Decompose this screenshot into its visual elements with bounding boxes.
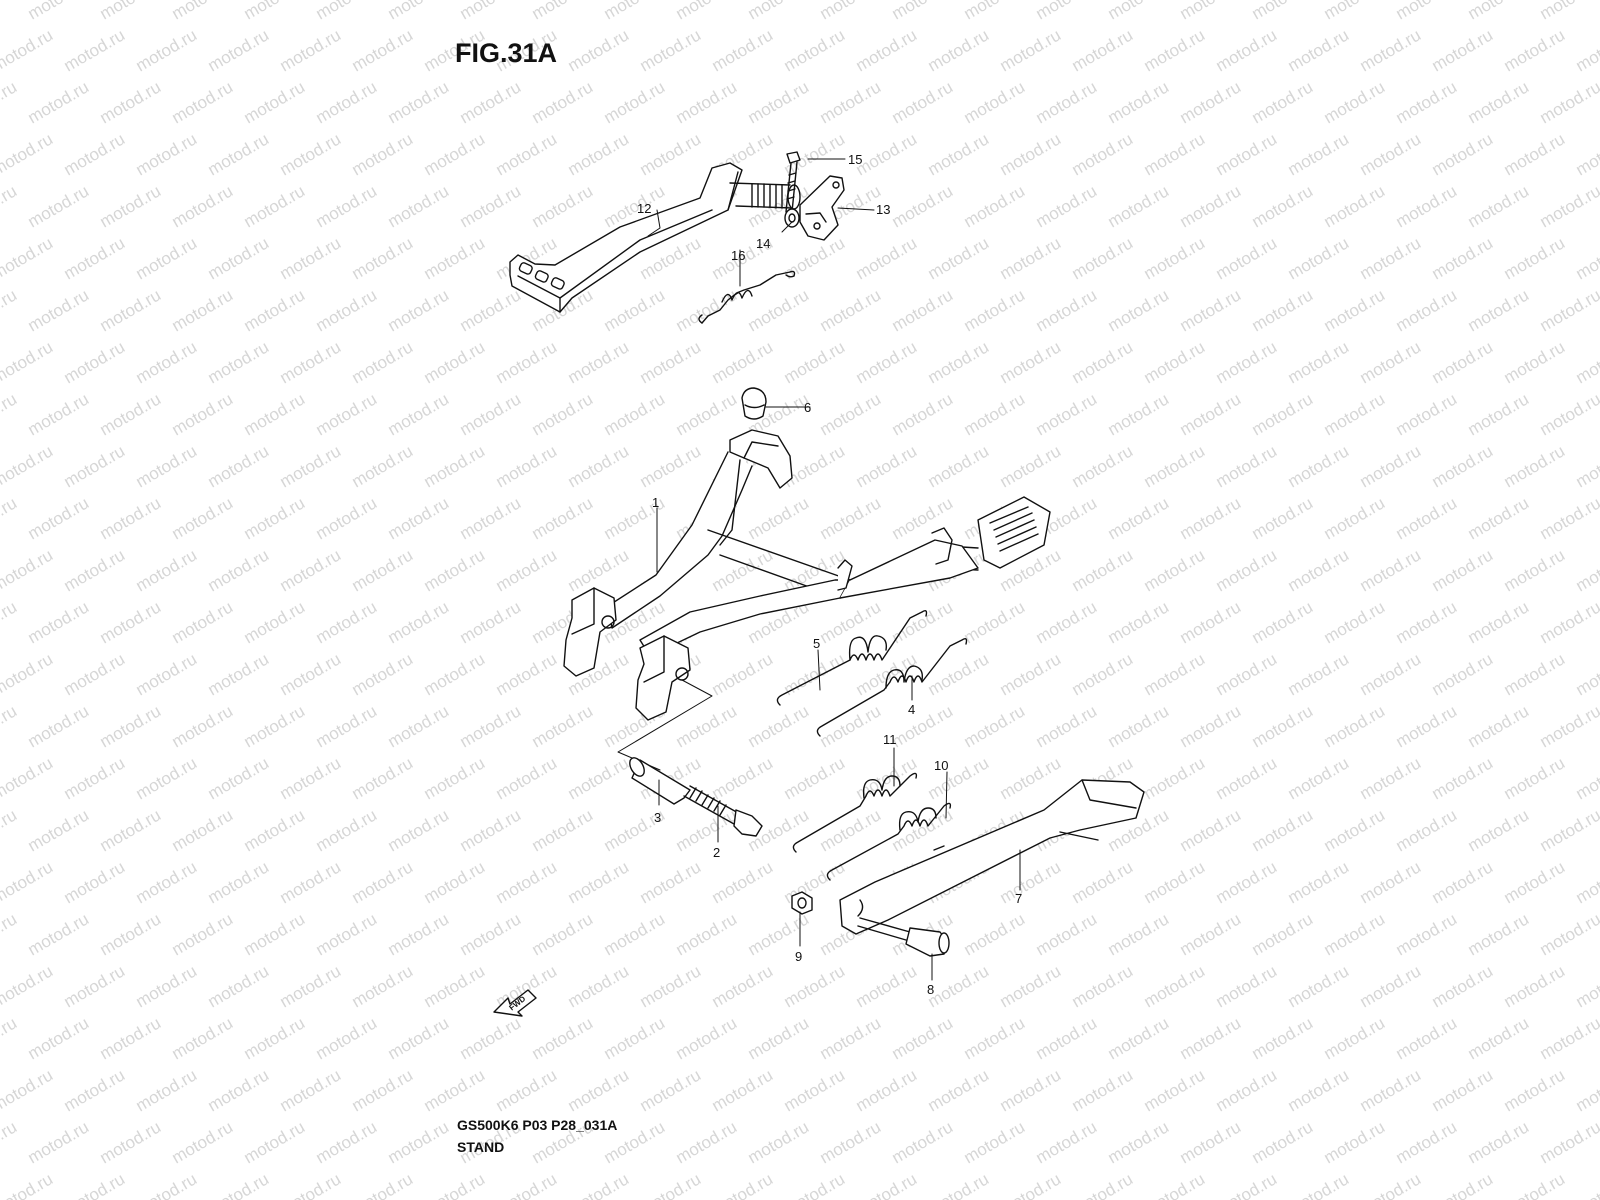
callout-8: 8 (927, 982, 934, 997)
callout-5: 5 (813, 636, 820, 651)
side-stand-spring-inner-drawing (792, 772, 918, 853)
brake-lever-drawing (799, 175, 845, 241)
callout-numbers: 15 13 14 12 16 6 1 5 4 11 10 3 2 7 9 8 (637, 152, 1022, 997)
callout-7: 7 (1015, 891, 1022, 906)
callout-12: 12 (637, 201, 651, 216)
callout-11: 11 (883, 732, 897, 747)
figure-title: FIG.31A (455, 38, 558, 68)
callout-1: 1 (652, 495, 659, 510)
center-stand-drawing (563, 429, 1051, 771)
side-stand-drawing (839, 779, 1145, 935)
callout-13: 13 (876, 202, 890, 217)
stand-bolt-drawing (683, 785, 763, 837)
callout-6: 6 (804, 400, 811, 415)
model-code-label: GS500K6 P03 P28_031A (457, 1117, 618, 1133)
stand-collar-drawing (629, 757, 691, 805)
callout-9: 9 (795, 949, 802, 964)
callout-10: 10 (934, 758, 948, 773)
section-name-label: STAND (457, 1139, 505, 1155)
side-stand-nut-drawing (791, 891, 813, 915)
callout-14: 14 (756, 236, 770, 251)
stopper-cap-drawing (741, 387, 767, 420)
callout-4: 4 (908, 702, 915, 717)
side-stand-bolt-drawing (857, 917, 950, 957)
fwd-arrow-icon: FWD (493, 989, 537, 1017)
callout-2: 2 (713, 845, 720, 860)
stand-spring-inner-drawing (776, 609, 928, 706)
side-stand-spring-outer-drawing (826, 802, 952, 881)
stand-spring-outer-drawing (816, 637, 968, 737)
callout-3: 3 (654, 810, 661, 825)
leader-lines (647, 158, 1021, 981)
callout-15: 15 (848, 152, 862, 167)
brake-pedal-drawing (509, 162, 801, 313)
brake-pedal-spring-drawing (698, 270, 796, 324)
callout-16: 16 (731, 248, 745, 263)
lever-bolt-drawing (785, 151, 801, 213)
washer-drawing (784, 208, 800, 228)
